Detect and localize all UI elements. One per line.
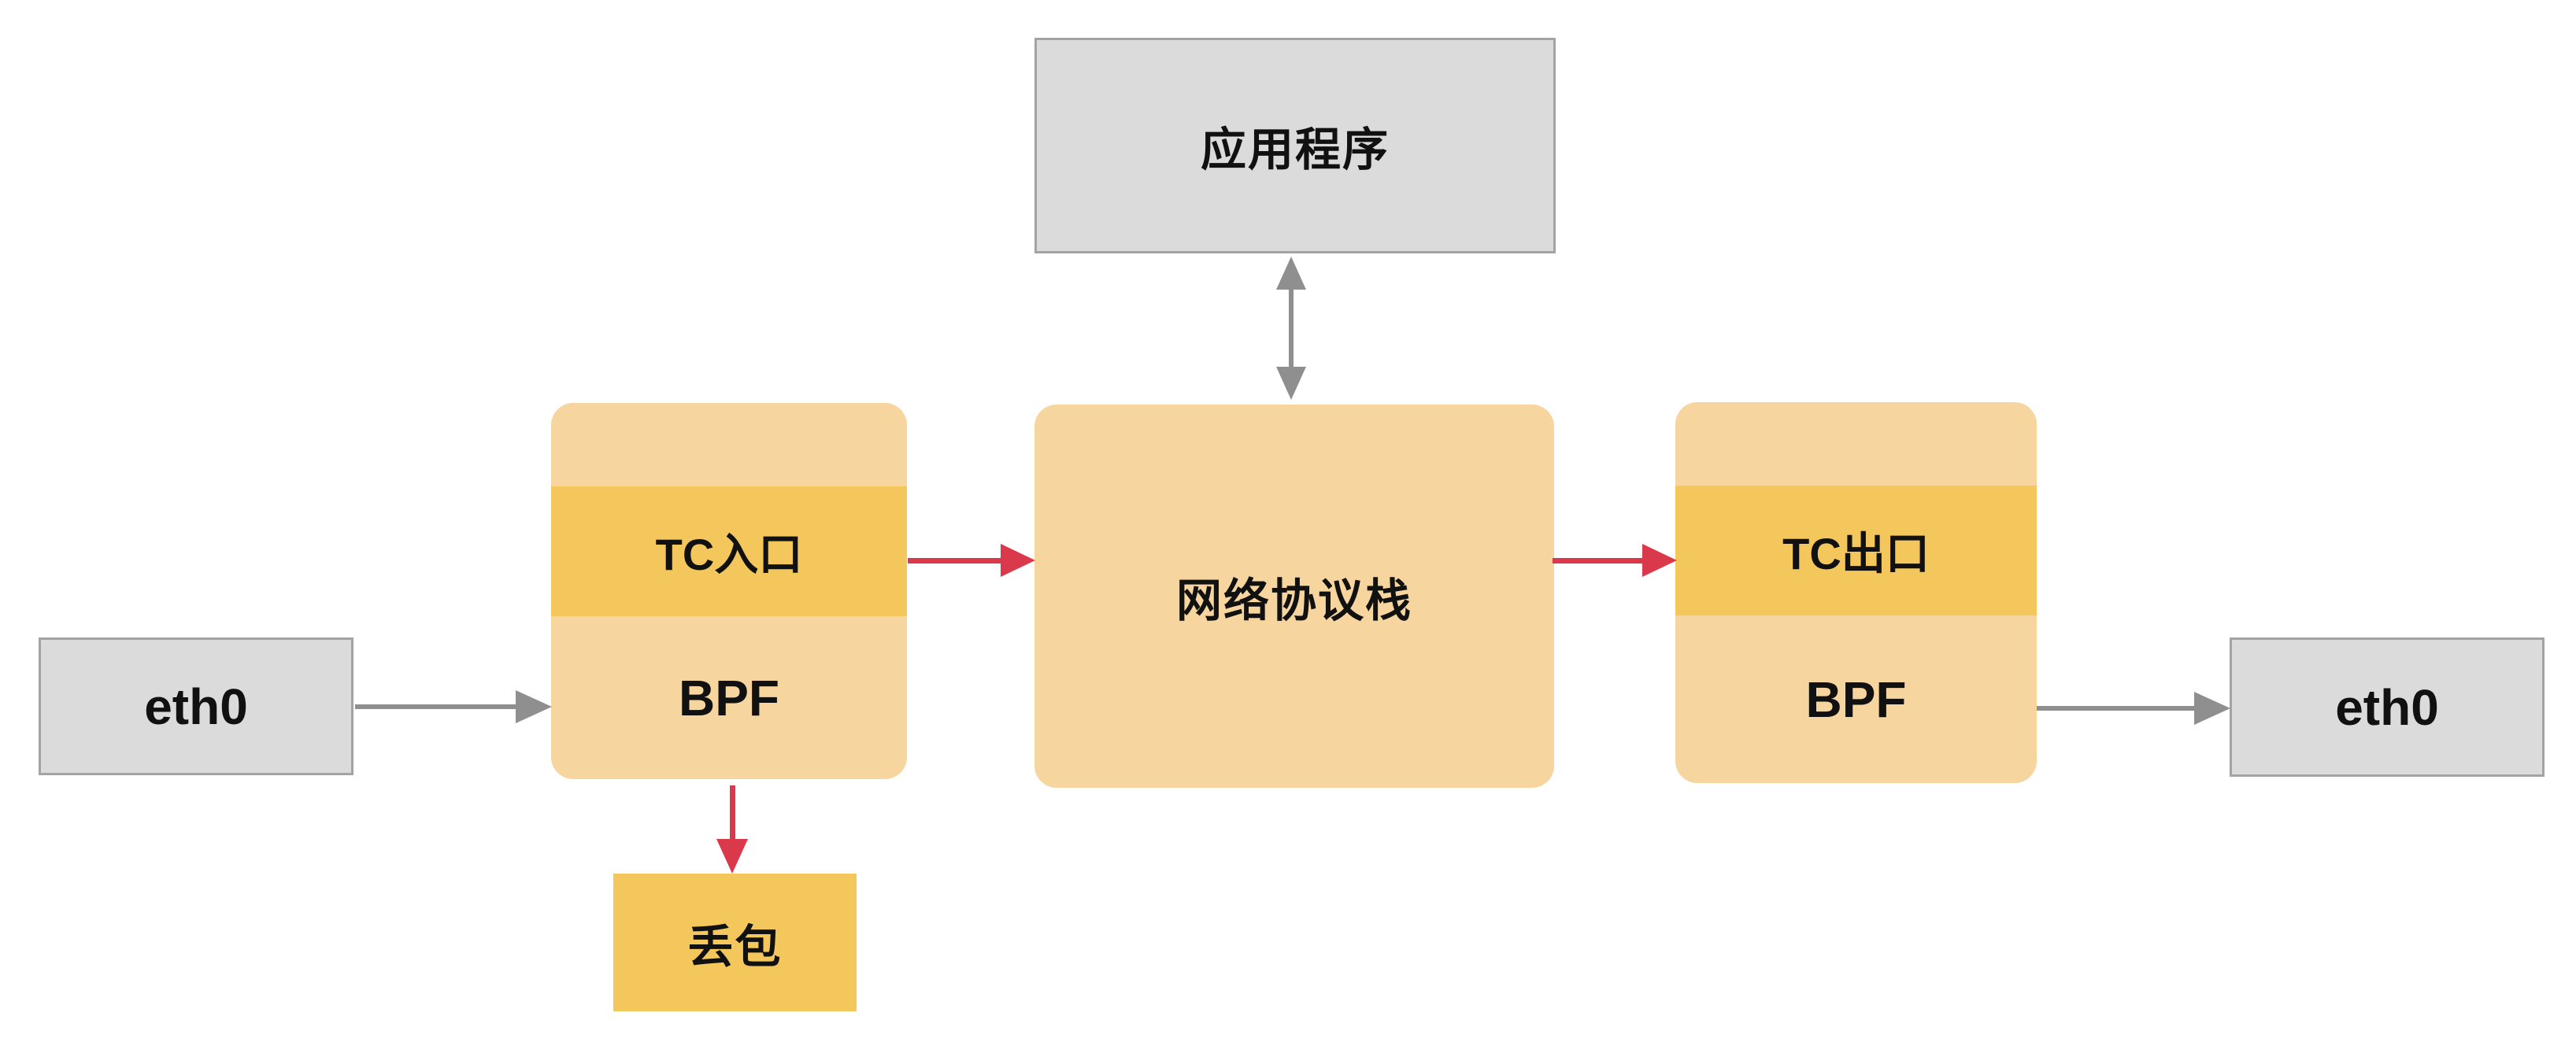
tc-egress-node: TC出口 BPF <box>1675 402 2037 783</box>
tc-egress-to-eth0-arrow-shaft <box>2037 706 2196 711</box>
tc-egress-bpf-label: BPF <box>1805 671 1907 728</box>
arrow-right-icon <box>1642 544 1677 577</box>
eth0-left-label: eth0 <box>144 678 248 735</box>
tc-ingress-to-stack-arrow-shaft <box>908 558 1004 563</box>
arrow-right-icon <box>2194 692 2230 725</box>
application-node: 应用程序 <box>1034 38 1556 253</box>
drop-node: 丢包 <box>613 874 857 1011</box>
tc-ingress-band-label: TC入口 <box>655 530 803 579</box>
tc-ingress-top-section <box>551 403 907 486</box>
tc-egress-top-section <box>1675 402 2037 486</box>
arrow-up-icon <box>1276 257 1306 290</box>
tc-ingress-body: BPF <box>551 616 907 779</box>
app-stack-arrow-shaft <box>1289 282 1294 371</box>
arrow-right-icon <box>516 690 552 723</box>
tc-ingress-to-drop-arrow-shaft <box>730 785 735 842</box>
network-stack-node: 网络协议栈 <box>1034 405 1554 788</box>
tc-ingress-bpf-label: BPF <box>679 669 779 726</box>
application-label: 应用程序 <box>1200 124 1390 176</box>
eth0-to-tc-ingress-arrow-shaft <box>355 704 519 709</box>
tc-egress-body: BPF <box>1675 615 2037 783</box>
tc-egress-band-label: TC出口 <box>1782 529 1930 578</box>
network-stack-label: 网络协议栈 <box>1175 575 1412 626</box>
eth0-left-node: eth0 <box>39 637 353 775</box>
arrow-down-icon <box>716 839 748 874</box>
eth0-right-label: eth0 <box>2335 678 2439 736</box>
stack-to-tc-egress-arrow-shaft <box>1553 558 1645 563</box>
arrow-right-icon <box>1001 544 1035 577</box>
tc-ingress-node: TC入口 BPF <box>551 403 907 779</box>
tc-egress-band: TC出口 <box>1675 486 2037 615</box>
tc-ingress-band: TC入口 <box>551 486 907 616</box>
drop-label: 丢包 <box>687 921 783 973</box>
eth0-right-node: eth0 <box>2230 637 2545 777</box>
arrow-down-icon <box>1276 367 1306 400</box>
